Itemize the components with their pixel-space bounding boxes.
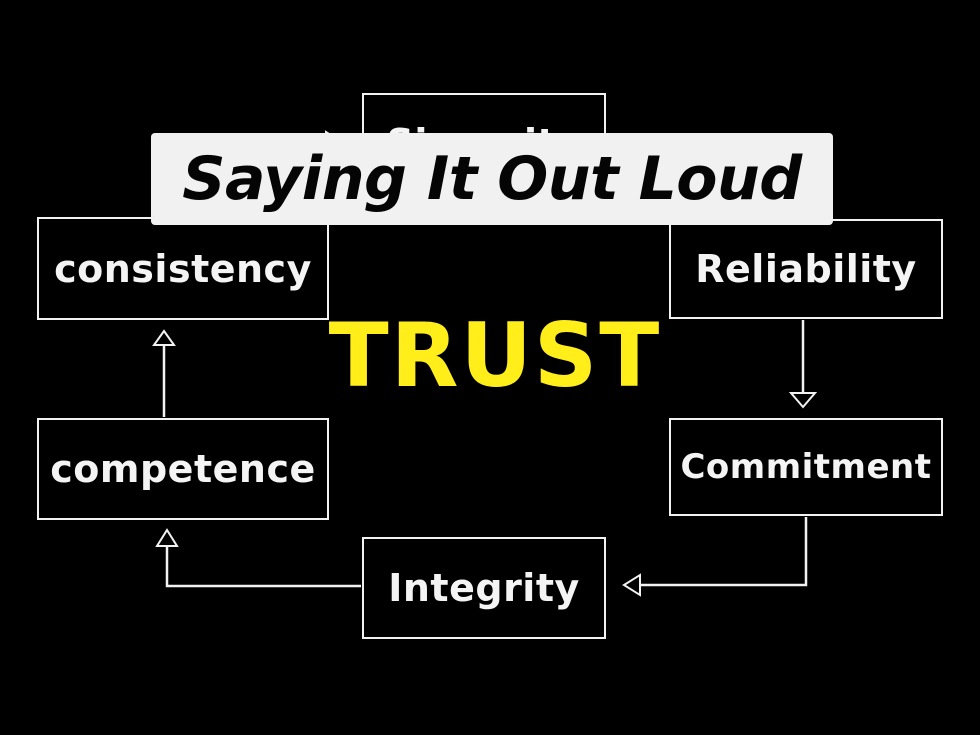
banner-title: Saying It Out Loud	[182, 144, 802, 214]
center-label-trust: TRUST	[328, 303, 662, 407]
node-consistency: consistency	[37, 217, 329, 320]
title-banner: Saying It Out Loud	[151, 133, 833, 225]
arrow-integrity-to-competence	[165, 546, 361, 588]
arrowhead-competence	[155, 528, 179, 547]
arrowhead-integrity	[622, 573, 641, 597]
arrowhead-commitment	[788, 392, 818, 409]
arrowhead-consistency	[152, 329, 176, 346]
arrow-commitment-to-integrity	[640, 517, 808, 587]
node-commitment: Commitment	[669, 418, 943, 516]
node-competence: competence	[37, 418, 329, 520]
node-integrity: Integrity	[362, 537, 606, 639]
node-reliability: Reliability	[669, 219, 943, 319]
